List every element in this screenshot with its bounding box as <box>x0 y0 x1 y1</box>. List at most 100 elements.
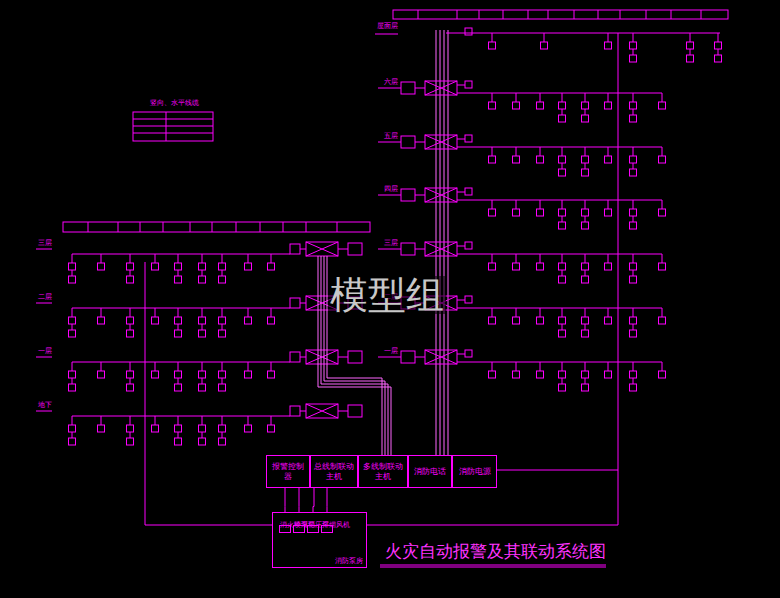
device-drop <box>662 254 663 263</box>
floor-bus <box>457 93 662 94</box>
device-drop <box>178 416 179 425</box>
device-drop <box>662 147 663 156</box>
controller-cell: 报警控制器 <box>266 455 310 488</box>
device-drop <box>633 93 634 102</box>
floor-bus <box>457 147 662 148</box>
device-symbol <box>659 156 666 163</box>
device-drop <box>633 200 634 209</box>
table-divider <box>236 222 237 232</box>
junction-diagonal <box>425 188 457 202</box>
floor-module <box>401 243 415 255</box>
device-drop <box>516 200 517 209</box>
junction-diagonal <box>425 350 457 364</box>
device-symbol <box>127 317 134 324</box>
device-drop <box>492 93 493 102</box>
device-drop <box>633 324 634 330</box>
device-symbol <box>559 209 566 216</box>
device-symbol <box>69 384 76 391</box>
device-symbol <box>199 371 206 378</box>
device-drop <box>72 362 73 371</box>
device-symbol <box>489 371 496 378</box>
junction-box <box>306 350 338 364</box>
device-drop <box>202 308 203 317</box>
junction-box <box>306 242 338 256</box>
junction-diagonal <box>425 81 457 95</box>
device-symbol <box>659 371 666 378</box>
junction-diagonal <box>306 404 338 418</box>
floor-bus <box>457 200 662 201</box>
device-symbol <box>630 55 637 62</box>
device-symbol <box>199 330 206 337</box>
device-drop <box>178 432 179 438</box>
junction-diagonal <box>306 350 338 364</box>
device-drop <box>222 324 223 330</box>
table-divider <box>574 10 575 19</box>
device-symbol <box>582 317 589 324</box>
device-symbol <box>465 350 472 357</box>
device-symbol <box>537 371 544 378</box>
device-drop <box>130 432 131 438</box>
floor-underline <box>378 195 401 196</box>
table-divider <box>133 133 213 134</box>
floor-module <box>401 136 415 148</box>
device-drop <box>492 200 493 209</box>
junction-box <box>425 135 457 149</box>
wire <box>457 85 465 86</box>
floor-label: 地下 <box>38 402 52 409</box>
device-symbol <box>219 263 226 270</box>
device-drop <box>662 93 663 102</box>
junction-box <box>306 404 338 418</box>
device-symbol <box>465 81 472 88</box>
table-divider <box>306 222 307 232</box>
junction-diagonal <box>306 242 338 256</box>
device-symbol <box>559 317 566 324</box>
device-drop <box>540 308 541 317</box>
node-text: 总线制联动主机 <box>313 462 355 480</box>
device-symbol <box>175 317 182 324</box>
device-symbol <box>199 384 206 391</box>
device-symbol <box>489 263 496 270</box>
wire <box>415 195 425 196</box>
table-divider <box>701 10 702 19</box>
device-drop <box>585 270 586 276</box>
device-symbol <box>69 330 76 337</box>
device-drop <box>155 362 156 371</box>
table-divider <box>337 222 338 232</box>
device-drop <box>608 254 609 263</box>
device-drop <box>271 362 272 371</box>
floor-module <box>290 352 300 362</box>
floor-label: 屋面层 <box>377 23 398 30</box>
junction-diagonal <box>425 135 457 149</box>
device-drop <box>585 308 586 317</box>
device-drop <box>492 308 493 317</box>
device-symbol <box>175 425 182 432</box>
device-symbol <box>659 102 666 109</box>
device-symbol <box>582 371 589 378</box>
floor-module <box>348 351 362 363</box>
device-symbol <box>559 222 566 229</box>
device-drop <box>608 362 609 371</box>
device-symbol <box>715 55 722 62</box>
floor-module <box>401 189 415 201</box>
device-drop <box>222 308 223 317</box>
floor-underline <box>36 249 52 250</box>
device-symbol <box>582 384 589 391</box>
device-symbol <box>175 384 182 391</box>
device-symbol <box>513 102 520 109</box>
device-symbol <box>630 42 637 49</box>
floor-label: 五层 <box>384 133 398 140</box>
cable-table <box>133 112 213 141</box>
device-drop <box>130 416 131 425</box>
device-symbol <box>605 209 612 216</box>
device-symbol <box>199 276 206 283</box>
device-drop <box>178 324 179 330</box>
device-drop <box>633 378 634 384</box>
table-divider <box>503 10 504 19</box>
device-drop <box>633 109 634 115</box>
device-symbol <box>69 276 76 283</box>
pump-room-box: 消防泵房消火栓泵喷淋泵稳压泵排烟风机 <box>272 512 367 568</box>
device-drop <box>101 254 102 263</box>
device-drop <box>72 432 73 438</box>
device-symbol <box>465 188 472 195</box>
device-symbol <box>687 55 694 62</box>
